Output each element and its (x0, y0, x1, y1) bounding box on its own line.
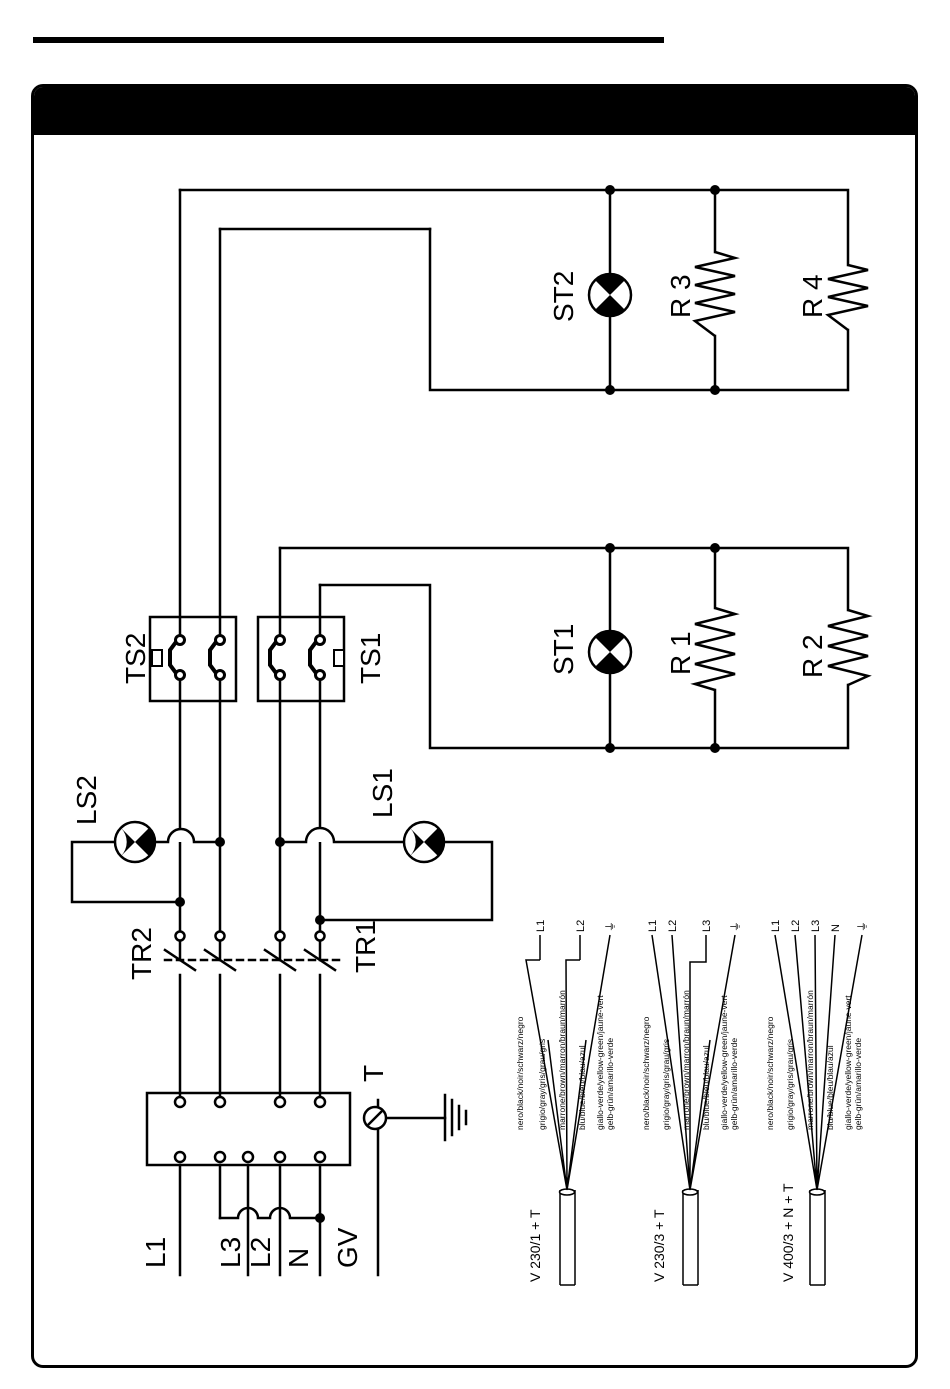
label-terminal-l1: L1 (140, 1237, 171, 1268)
label-r1: R 1 (665, 631, 696, 675)
resistor-r4 (825, 263, 869, 331)
c1-term-pe: ⏚ (604, 921, 617, 932)
resistor-r3 (692, 250, 740, 337)
c3-color-1: nero/black/noir/schwarz/negro (765, 1016, 775, 1130)
label-terminal-gv: GV (332, 1227, 363, 1268)
label-ls2: LS2 (71, 775, 102, 825)
c2-term-l2: L2 (667, 920, 679, 932)
label-ls1: LS1 (367, 768, 398, 818)
lamp-st2 (587, 272, 633, 318)
c2-color-2: grigio/gray/gris/grau/gris (661, 1039, 671, 1130)
c3-color-3: marrone/brown/marron/braun/marrón (805, 990, 815, 1130)
ts2-box (148, 615, 238, 703)
c3-color-5: giallo-verde/yellow-green/jaune-vert (843, 995, 853, 1130)
label-st1: ST1 (548, 624, 579, 675)
c1-color-6: gelb-grün/amarillo-verde (605, 1038, 615, 1130)
lamp-ls2 (113, 820, 157, 864)
frame-header-bar (34, 87, 915, 135)
label-r4: R 4 (797, 274, 828, 318)
label-terminal-l2: L2 (245, 1237, 276, 1268)
lamp-st1 (587, 629, 633, 675)
c2-term-pe: ⏚ (729, 921, 742, 932)
c1-color-3: marrone/brown/marron/braun/marrón (557, 990, 567, 1130)
wire-lower-top (278, 546, 850, 612)
c2-color-6: gelb-grün/amarillo-verde (729, 1038, 739, 1130)
c2-term-l1: L1 (647, 920, 659, 932)
wire-upper-top (178, 188, 850, 267)
c2-term-l3: L3 (701, 920, 713, 932)
wire-upper-bottom (428, 227, 850, 392)
top-rule (33, 37, 664, 43)
label-ts2: TS2 (120, 633, 151, 684)
label-terminal-l3: L3 (215, 1237, 246, 1268)
label-r3: R 3 (665, 274, 696, 318)
cable-3-voltage: V 400/3 + N + T (780, 1183, 796, 1282)
lamp-ls1 (402, 820, 446, 864)
c3-term-pe: ⏚ (856, 921, 869, 932)
c3-term-l1: L1 (770, 920, 782, 932)
c3-term-l3: L3 (810, 920, 822, 932)
label-ts1: TS1 (355, 633, 386, 684)
cable-2-voltage: V 230/3 + T (651, 1209, 667, 1282)
c1-term-l1: L1 (535, 920, 547, 932)
c3-term-l2: L2 (790, 920, 802, 932)
c3-color-4: blu/blue/bleu/blau/azul (825, 1045, 835, 1130)
label-tr1: TR1 (350, 920, 381, 973)
label-r2: R 2 (797, 634, 828, 678)
wire-lower-bottom (318, 583, 850, 750)
c3-term-n: N (830, 924, 842, 932)
c1-color-4: blu/blue/bleu/blau/azul (577, 1045, 587, 1130)
c1-color-1: nero/black/noir/schwarz/negro (515, 1016, 525, 1130)
c1-term-l2: L2 (575, 920, 587, 932)
label-tr2: TR2 (126, 927, 157, 980)
c3-color-2: grigio/gray/gris/grau/gris (785, 1039, 795, 1130)
c2-color-1: nero/black/noir/schwarz/negro (641, 1016, 651, 1130)
c2-color-4: blu/blue/bleu/blau/azul (701, 1045, 711, 1130)
c1-color-2: grigio/gray/gris/grau/gris (537, 1039, 547, 1130)
diagram-frame (31, 84, 918, 1368)
label-st2: ST2 (548, 271, 579, 322)
label-terminal-n: N (283, 1248, 314, 1268)
c2-color-3: marrone/brown/marron/braun/marrón (681, 990, 691, 1130)
cable-1-voltage: V 230/1 + T (527, 1209, 543, 1282)
c2-color-5: giallo-verde/yellow-green/jaune-vert (719, 995, 729, 1130)
resistor-r2 (827, 608, 873, 687)
label-t: T (358, 1065, 389, 1082)
c3-color-6: gelb-grün/amarillo-verde (853, 1038, 863, 1130)
resistor-r1 (690, 606, 740, 692)
c1-color-5: giallo-verde/yellow-green/jaune-vert (595, 995, 605, 1130)
